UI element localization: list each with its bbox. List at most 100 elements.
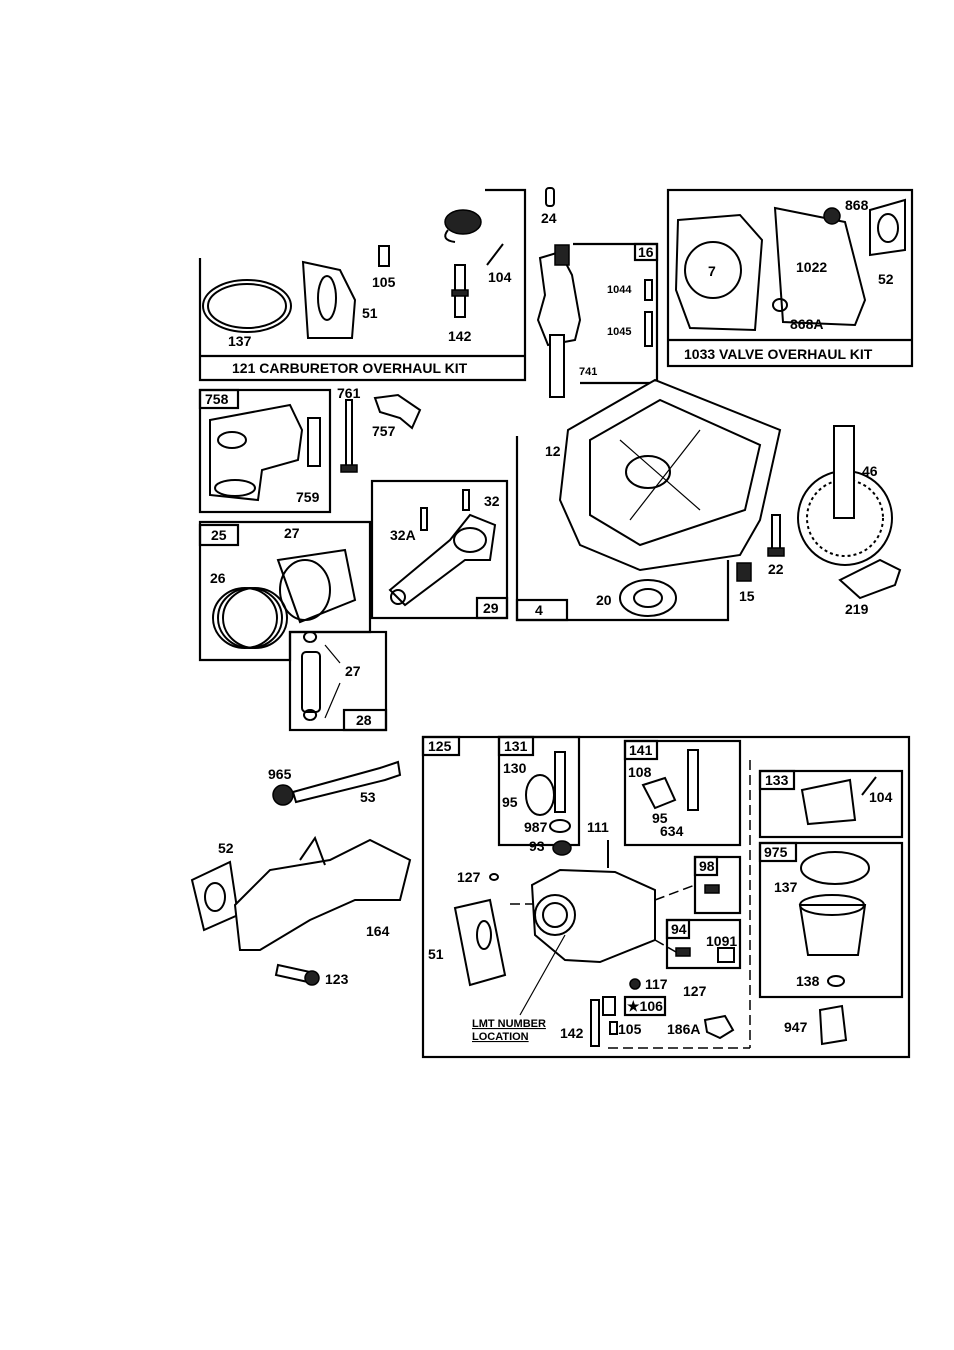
label-104-b: 104 [869,789,893,805]
pin-759 [307,417,321,467]
crankshaft [536,250,582,347]
camshaft-group: 46 22 15 219 [736,425,902,617]
rod-761 [345,399,353,469]
valve-overhaul-kit-group: 1033 VALVE OVERHAUL KIT 7 1022 868 52 86… [666,188,914,368]
svg-text:975: 975 [764,844,788,860]
label-117: 117 [645,976,668,992]
label-32: 32 [484,493,500,509]
crankcase-group: 4 12 20 [515,378,782,622]
gasket-51-carb [453,898,507,987]
label-15: 15 [739,588,755,604]
breather-868 [823,207,841,225]
box-106 [623,995,667,1017]
svg-text:4: 4 [535,602,543,618]
box-28 [342,708,388,732]
svg-text:131: 131 [504,738,528,754]
label-947: 947 [784,1019,808,1035]
svg-text:133: 133 [765,772,789,788]
bolt-32A [420,507,428,531]
solenoid-947 [818,1004,848,1046]
svg-text:25: 25 [211,527,227,543]
lmt-number-label: LMT NUMBER [472,1018,546,1030]
box-16 [633,242,659,262]
label-759: 759 [296,489,320,505]
label-634: 634 [660,823,684,839]
stud-53 [291,760,402,804]
svg-text:29: 29 [483,600,499,616]
seal-20 [619,579,677,617]
bolt-22 [771,514,781,552]
label-1044: 1044 [607,284,632,296]
label-53: 53 [360,789,376,805]
lmt-location-label: LOCATION [472,1031,529,1043]
needle-142-carb [590,999,600,1047]
piston-25-group: 25 27 26 [198,520,372,662]
svg-text:98: 98 [699,858,715,874]
connecting-rod [388,513,497,607]
label-20: 20 [596,592,612,608]
pin-104 [486,243,504,266]
label-1022: 1022 [796,259,827,275]
crankshaft-group: 24 16 1044 1045 741 [536,187,659,398]
bolt-1044 [644,279,653,301]
fitting-186A [703,1014,735,1040]
svg-text:28: 28 [356,712,372,728]
box-98 [693,855,719,877]
jet-105-carb [609,1021,618,1035]
label-26: 26 [210,570,226,586]
plug-15 [736,562,752,582]
svg-text:141: 141 [629,742,653,758]
label-138: 138 [796,973,820,989]
box-125 [421,735,461,757]
gasket-ring-137 [202,279,292,333]
svg-text:16: 16 [638,244,654,260]
bolt-1045 [644,311,653,347]
governor-219 [838,558,902,600]
box-141 [623,739,659,761]
label-7: 7 [708,263,716,279]
label-127-a: 127 [457,869,481,885]
valve-kit-title: 1033 VALVE OVERHAUL KIT [684,346,873,362]
label-1091: 1091 [706,933,737,949]
label-965: 965 [268,766,292,782]
box-131 [497,735,535,757]
label-104: 104 [488,269,512,285]
carburetor-overhaul-kit-group: 121 CARBURETOR OVERHAUL KIT 137 51 105 1… [198,188,527,382]
label-761: 761 [337,385,361,401]
box-94 [665,918,691,940]
label-93: 93 [529,838,545,854]
connecting-rod-29-group: 29 32 32A [370,479,509,620]
label-111: 111 [587,819,609,835]
float-bowl [798,904,867,956]
intake-manifold-164 [233,838,412,951]
cylinder-gasket-7 [674,213,764,332]
label-95-b: 95 [652,810,668,826]
carburetor-body [530,868,656,964]
housing-758 [209,403,304,502]
carburetor-125-group: 125 131 130 95 987 93 141 108 95 634 111… [421,735,911,1059]
label-1045: 1045 [607,326,631,338]
label-137: 137 [228,333,252,349]
label-27-bottom: 27 [345,663,361,679]
intake-group: 965 53 52 164 123 [190,760,412,987]
diaphragm-130 [525,774,555,816]
lever-757 [373,393,422,430]
label-22: 22 [768,561,784,577]
jet-105 [378,245,390,267]
label-105: 105 [372,274,396,290]
gasket-52-manifold [190,860,240,932]
label-757: 757 [372,423,396,439]
gasket-52 [869,198,906,257]
svg-text:94: 94 [671,921,687,937]
label-52-manifold: 52 [218,840,234,856]
svg-text:★106: ★106 [627,998,663,1014]
float-133 [800,778,857,826]
piston [276,548,357,624]
label-52-valve: 52 [878,271,894,287]
label-27-top: 27 [284,525,300,541]
box-25 [198,523,240,547]
label-105-b: 105 [618,1021,642,1037]
label-95-a: 95 [502,794,518,810]
box-29 [475,596,509,620]
label-51-b: 51 [428,946,444,962]
